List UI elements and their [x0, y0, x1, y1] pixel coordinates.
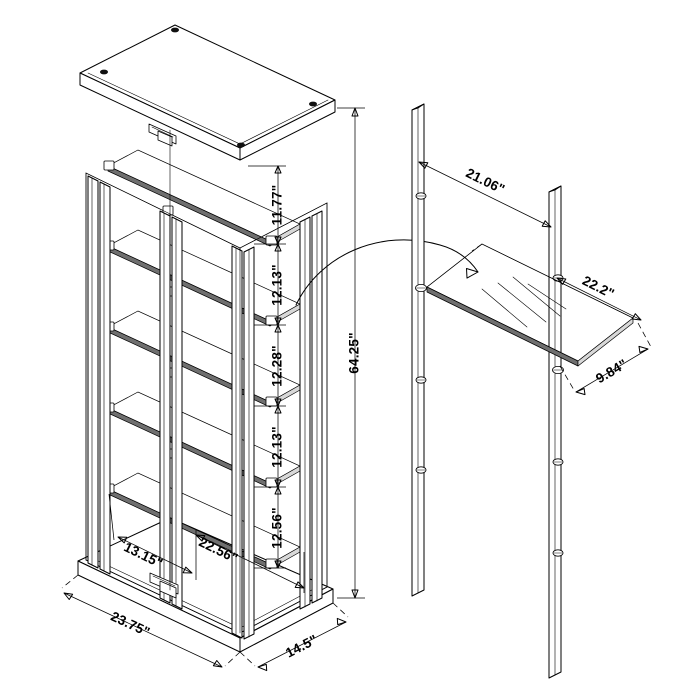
dim-shelf-gap-4-label: 12.13" [270, 426, 285, 467]
cabinet-isometric-view [77, 24, 336, 653]
post-front-left [87, 175, 111, 575]
dim-base-depth-label: 14.5" [283, 632, 320, 661]
shelf-pin-icon [415, 466, 427, 474]
detail-glass-shelf [426, 243, 634, 367]
mounting-hole-icon [100, 69, 108, 75]
detail-post-right [548, 185, 564, 679]
post-back-right [299, 210, 323, 610]
dim-shelf-gap-5: 12.56" [270, 486, 285, 569]
glass-shelf-4 [107, 391, 301, 489]
shelf-pin-icon [415, 192, 427, 200]
glass-shelf-detail-view: 21.06" 22.2" 9.84" [411, 103, 652, 679]
glass-reflection-lines [481, 276, 567, 328]
dim-shelf-gap-2: 12.13" [270, 243, 285, 326]
mounting-hole-icon [309, 101, 317, 107]
mounting-hole-icon [171, 27, 179, 33]
top-cap-panel [79, 24, 336, 161]
shelf-pin-icon [552, 365, 564, 374]
latch-bottom [149, 572, 179, 599]
post-center [159, 210, 183, 610]
shelf-pin-icon [552, 458, 564, 466]
dim-shelf-depth-label: 9.84" [593, 356, 630, 386]
vertical-shelf-dimensions: 11.77" 12.13" 12.28" 12.13" [248, 165, 286, 569]
hinge-top [148, 123, 177, 147]
dim-overall-height-label: 64.25" [347, 332, 362, 373]
dim-post-spacing-label: 21.06" [464, 165, 508, 197]
post-front-right [231, 245, 255, 640]
dim-shelf-gap-4: 12.13" [270, 405, 285, 488]
shelf-pin-icon [415, 283, 427, 292]
dim-shelf-gap-3-label: 12.28" [270, 345, 285, 386]
detail-post-left [411, 103, 427, 597]
dim-shelf-gap-5-label: 12.56" [270, 507, 285, 548]
mounting-hole-icon [237, 142, 245, 148]
panel-seams [85, 172, 328, 634]
dim-base-width-label: 23.75" [108, 609, 152, 640]
dim-shelf-gap-1-label: 11.77" [270, 185, 285, 226]
dim-post-spacing: 21.06" [418, 161, 552, 228]
shelf-bracket-group-right [265, 235, 278, 569]
dim-shelf-gap-1: 11.77" [270, 165, 285, 245]
shelf-pin-icon [415, 376, 427, 384]
shelf-pin-icon [552, 549, 564, 557]
dim-overall-height: 64.25" [337, 107, 365, 599]
dim-shelf-gap-2-label: 12.13" [270, 264, 285, 305]
dim-shelf-gap-3: 12.28" [270, 324, 285, 407]
